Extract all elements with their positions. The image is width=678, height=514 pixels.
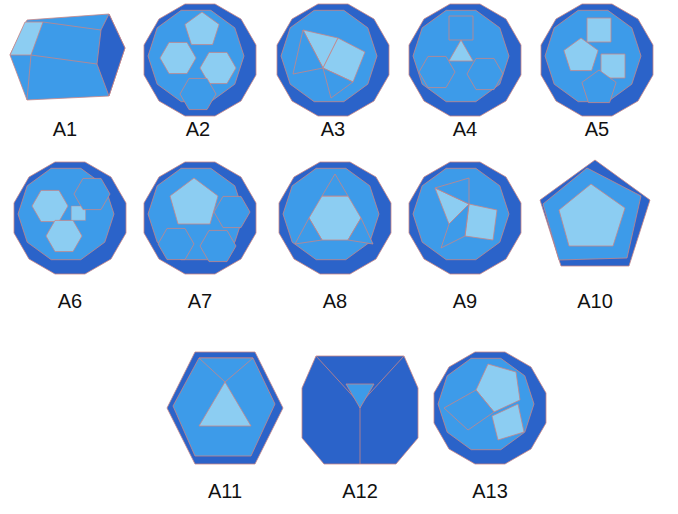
figure-label: A3 [321, 117, 345, 141]
polyhedron [277, 4, 389, 116]
figure-label: A13 [472, 479, 508, 503]
polyhedron [302, 356, 418, 464]
figure-label: A11 [208, 479, 242, 503]
figure-label: A8 [323, 289, 347, 313]
polyhedron [144, 162, 256, 274]
figure-label: A1 [53, 117, 77, 141]
figure-label: A5 [585, 117, 609, 141]
polyhedron [409, 4, 521, 116]
polyhedron [541, 4, 653, 116]
polyhedron [167, 352, 283, 464]
polyhedron [14, 162, 126, 274]
figure-label: A9 [453, 289, 477, 313]
polyhedron [409, 162, 521, 274]
figure-label: A12 [342, 479, 378, 503]
figure-label: A2 [186, 117, 210, 141]
figure-label: A7 [188, 289, 212, 313]
polyhedron [434, 352, 546, 464]
hexagonal-prism [10, 14, 125, 100]
polyhedron [144, 4, 256, 116]
polyhedron [279, 162, 391, 274]
polyhedron [540, 160, 650, 266]
figure-label: A6 [58, 289, 82, 313]
figure-label: A4 [453, 117, 477, 141]
figure-label: A10 [577, 289, 613, 313]
